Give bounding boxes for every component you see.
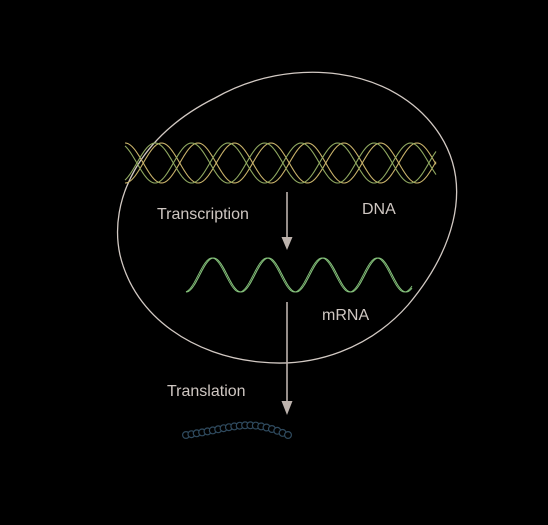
transcription-label: Transcription [157, 206, 249, 223]
mrna-strand-line-2 [185, 257, 413, 293]
protein-bead [284, 431, 293, 440]
dna-strand-4 [124, 142, 437, 184]
mrna-strand-line-1 [185, 257, 413, 293]
mrna-label: mRNA [322, 307, 369, 324]
protein-chain-icon [182, 421, 293, 440]
transcription-arrow [281, 192, 293, 250]
translation-label: Translation [167, 383, 246, 400]
cell-outline [116, 71, 458, 364]
dna-helix-icon [124, 142, 437, 184]
dna-label: DNA [362, 201, 396, 218]
translation-arrow [281, 302, 293, 415]
dna-strand-3 [124, 142, 437, 184]
mrna-strand-icon [185, 257, 413, 293]
